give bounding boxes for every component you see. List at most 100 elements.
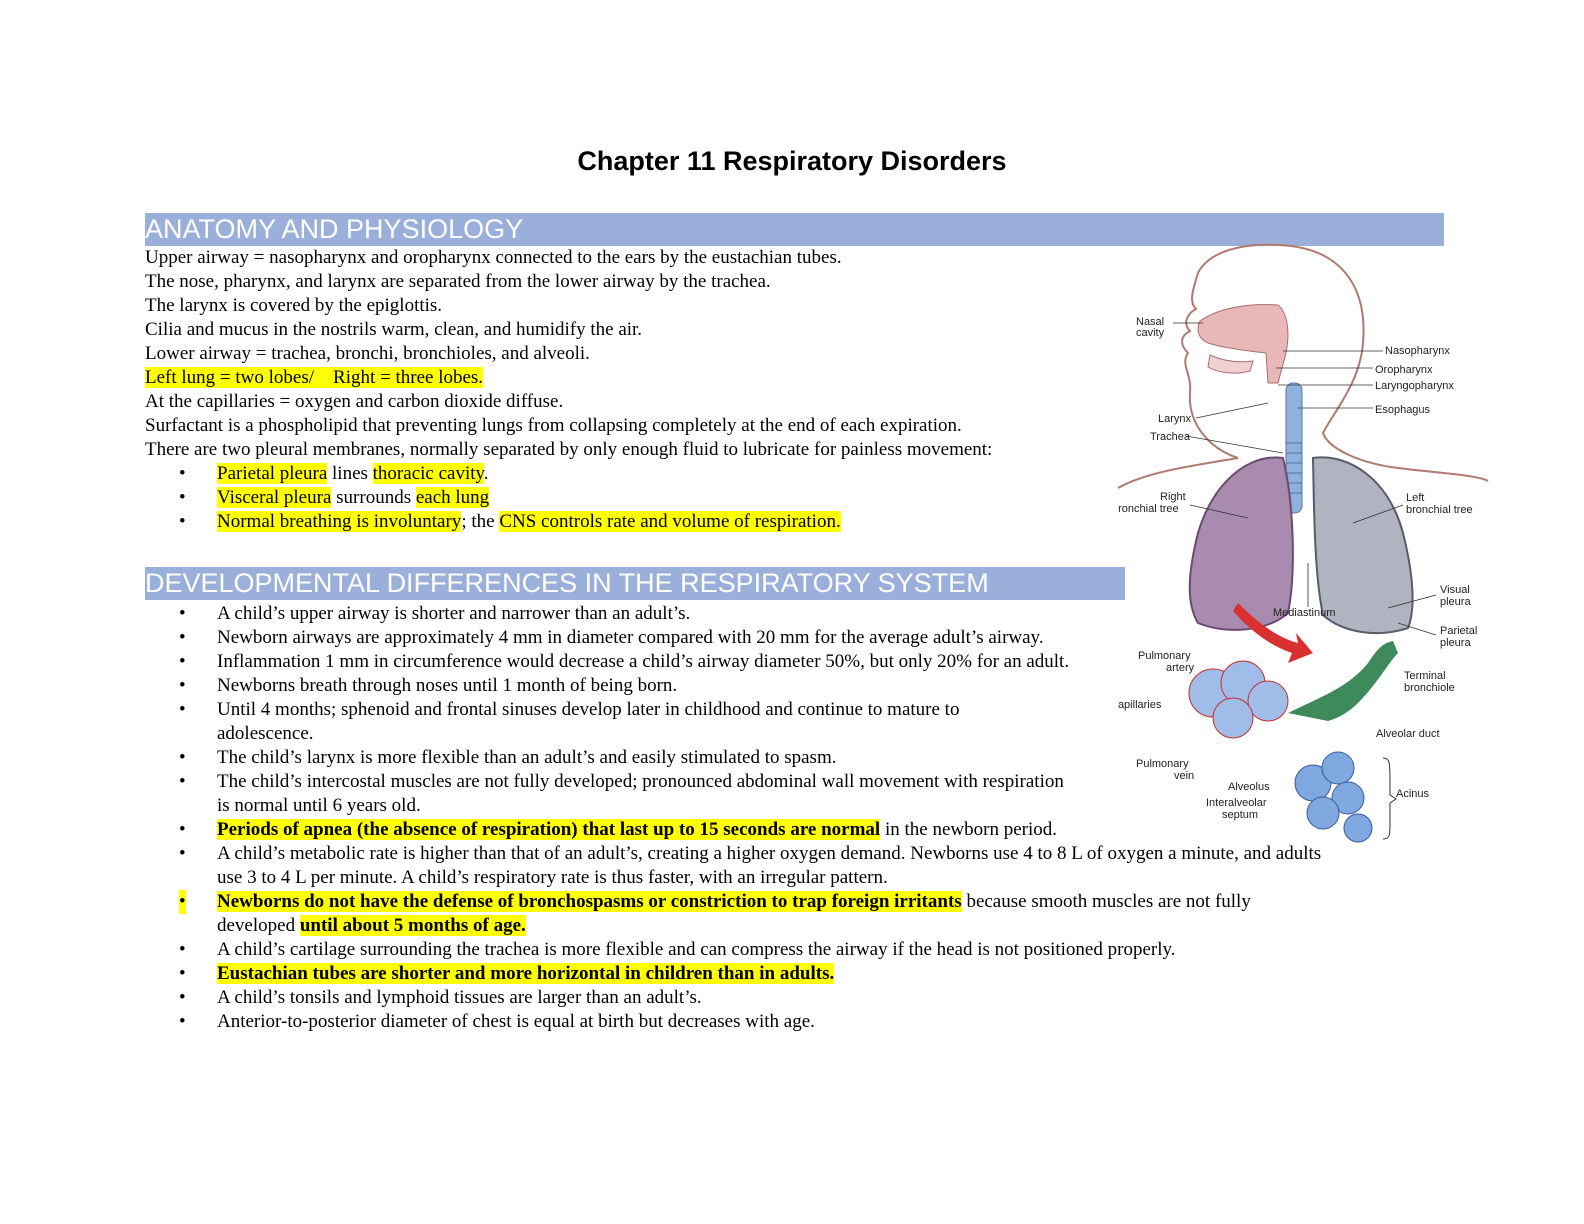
label-larynx: Larynx [1158, 413, 1192, 425]
list-item: •A child’s metabolic rate is higher than… [179, 843, 1322, 888]
mouth-shape [1207, 354, 1254, 374]
list-item: •Eustachian tubes are shorter and more h… [179, 963, 835, 984]
item-text: Newborns breath through noses until 1 mo… [217, 675, 678, 696]
list-item: •The child’s larynx is more flexible tha… [179, 747, 837, 768]
label-alveolar-duct: Alveolar duct [1376, 728, 1440, 740]
list-item: •A child’s cartilage surrounding the tra… [179, 939, 1176, 960]
item-text: A child’s cartilage surrounding the trac… [217, 939, 1176, 960]
highlighted-text: Parietal pleura [217, 463, 328, 484]
highlighted-text: CNS controls rate and volume of respirat… [499, 511, 841, 532]
item-text: A child’s tonsils and lymphoid tissues a… [217, 987, 702, 1008]
highlighted-text: each lung [415, 487, 490, 508]
label-nasal-cavity: Nasal [1136, 316, 1164, 328]
text-line: At the capillaries = oxygen and carbon d… [145, 391, 564, 412]
list-item: •Inflammation 1 mm in circumference woul… [179, 651, 1070, 672]
label-mediastinum: Mediastinum [1273, 607, 1335, 619]
label-nasopharynx: Nasopharynx [1385, 345, 1450, 357]
list-item: •Parietal pleura lines thoracic cavity. [179, 463, 489, 484]
item-text: Anterior-to-posterior diameter of chest … [217, 1011, 815, 1032]
terminal-bronchiole-shape [1288, 641, 1398, 721]
list-item: •Anterior-to-posterior diameter of chest… [179, 1011, 815, 1032]
body-outline [1118, 457, 1239, 489]
text-line: Upper airway = nasopharynx and oropharyn… [145, 247, 842, 268]
label-interalveolar-septum: septum [1222, 809, 1258, 821]
item-text: developed [217, 915, 300, 936]
item-text: Newborn airways are approximately 4 mm i… [217, 627, 1044, 648]
label-pulmonary-artery: artery [1166, 662, 1195, 674]
highlighted-text: Eustachian tubes are shorter and more ho… [217, 963, 835, 984]
item-text: Inflammation 1 mm in circumference would… [217, 651, 1070, 672]
item-text: use 3 to 4 L per minute. A child’s respi… [217, 867, 888, 888]
text-line: The nose, pharynx, and larynx are separa… [145, 271, 771, 292]
highlighted-text: thoracic cavity [372, 463, 484, 484]
label-pulmonary-vein: Pulmonary [1136, 758, 1189, 770]
list-item: •Newborn airways are approximately 4 mm … [179, 627, 1044, 648]
item-text: A child’s upper airway is shorter and na… [217, 603, 691, 624]
capillary-cluster-shape [1212, 697, 1254, 739]
list-item: •A child’s tonsils and lymphoid tissues … [179, 987, 702, 1008]
item-text: Until 4 months; sphenoid and frontal sin… [217, 699, 960, 744]
highlighted-text: Periods of apnea (the absence of respira… [217, 819, 881, 840]
label-left-bronchial-tree: bronchial tree [1406, 504, 1473, 516]
text-span: . [483, 463, 489, 484]
text-span: surrounds [331, 487, 416, 508]
label-capillaries: Capillaries [1118, 699, 1162, 711]
label-laryngopharynx: Laryngopharynx [1375, 380, 1454, 392]
item-text: A child’s metabolic rate is higher than … [217, 843, 1322, 864]
pleura-list: •Parietal pleura lines thoracic cavity. … [145, 462, 992, 534]
label-alveolus: Alveolus [1228, 781, 1270, 793]
list-item: •Visceral pleura surrounds each lung [179, 487, 490, 508]
text-span: lines [327, 463, 373, 484]
alveolus-shape [1306, 796, 1340, 830]
label-parietal-pleura: Parietal [1440, 625, 1477, 637]
text-line: The larynx is covered by the epiglottis. [145, 295, 443, 316]
item-text: The child’s intercostal muscles are not … [217, 771, 1064, 816]
label-visual-pleura: Visual [1440, 584, 1470, 596]
text-line: There are two pleural membranes, normall… [145, 439, 993, 460]
alveolus-shape [1331, 781, 1365, 815]
label-right-bronchial-tree: bronchial tree [1118, 503, 1179, 515]
highlighted-text: Visceral pleura [217, 487, 332, 508]
text-line: Surfactant is a phospholipid that preven… [145, 415, 962, 436]
label-nasal-cavity: cavity [1136, 327, 1165, 339]
magnify-arrow [1233, 603, 1313, 663]
list-item: •Normal breathing is involuntary; the CN… [179, 511, 841, 532]
label-pulmonary-artery: Pulmonary [1138, 650, 1191, 662]
trachea-shape [1285, 382, 1303, 514]
label-pulmonary-vein: vein [1174, 770, 1194, 782]
label-terminal-bronchiole: Terminal [1404, 670, 1446, 682]
left-lung-shape [1311, 456, 1414, 635]
label-right-bronchial-tree: Right [1160, 491, 1186, 503]
capillary-cluster-shape [1247, 680, 1289, 722]
alveolus-shape [1343, 813, 1373, 843]
label-left-bronchial-tree: Left [1406, 492, 1424, 504]
list-item: •Until 4 months; sphenoid and frontal si… [179, 699, 960, 744]
label-oropharynx: Oropharynx [1375, 364, 1433, 376]
label-visual-pleura: pleura [1440, 596, 1471, 608]
item-text: because smooth muscles are not fully [961, 891, 1251, 912]
label-parietal-pleura: pleura [1440, 637, 1471, 649]
highlighted-text: Normal breathing is involuntary [217, 511, 462, 532]
acinus-bracket [1382, 757, 1397, 840]
highlighted-text: Left lung = two lobes/ Right = three lob… [145, 367, 484, 388]
highlighted-text: Newborns do not have the defense of bron… [217, 891, 962, 912]
list-item: •The child’s intercostal muscles are not… [179, 771, 1064, 816]
label-acinus: Acinus [1396, 788, 1430, 800]
right-lung-shape [1188, 456, 1294, 631]
body-outline [1181, 243, 1489, 482]
alveolus-shape [1321, 751, 1355, 785]
text-span: ; the [461, 511, 500, 532]
text-line: Lower airway = trachea, bronchi, bronchi… [145, 343, 590, 364]
list-item: •Periods of apnea (the absence of respir… [179, 819, 1057, 840]
label-esophagus: Esophagus [1375, 404, 1431, 416]
label-interalveolar-septum: Interalveolar [1206, 797, 1267, 809]
section-heading-developmental: DEVELOPMENTAL DIFFERENCES IN THE RESPIRA… [145, 567, 1125, 600]
label-terminal-bronchiole: bronchiole [1404, 682, 1455, 694]
section-heading-anatomy: ANATOMY AND PHYSIOLOGY [145, 213, 1444, 246]
list-item: •Newborns do not have the defense of bro… [179, 890, 1251, 936]
developmental-list: •A child’s upper airway is shorter and n… [145, 602, 1321, 1034]
text-line: Cilia and mucus in the nostrils warm, cl… [145, 319, 643, 340]
label-trachea: Trachea [1150, 431, 1191, 443]
highlighted-text: until about 5 months of age. [299, 915, 526, 936]
item-text: The child’s larynx is more flexible than… [217, 747, 837, 768]
